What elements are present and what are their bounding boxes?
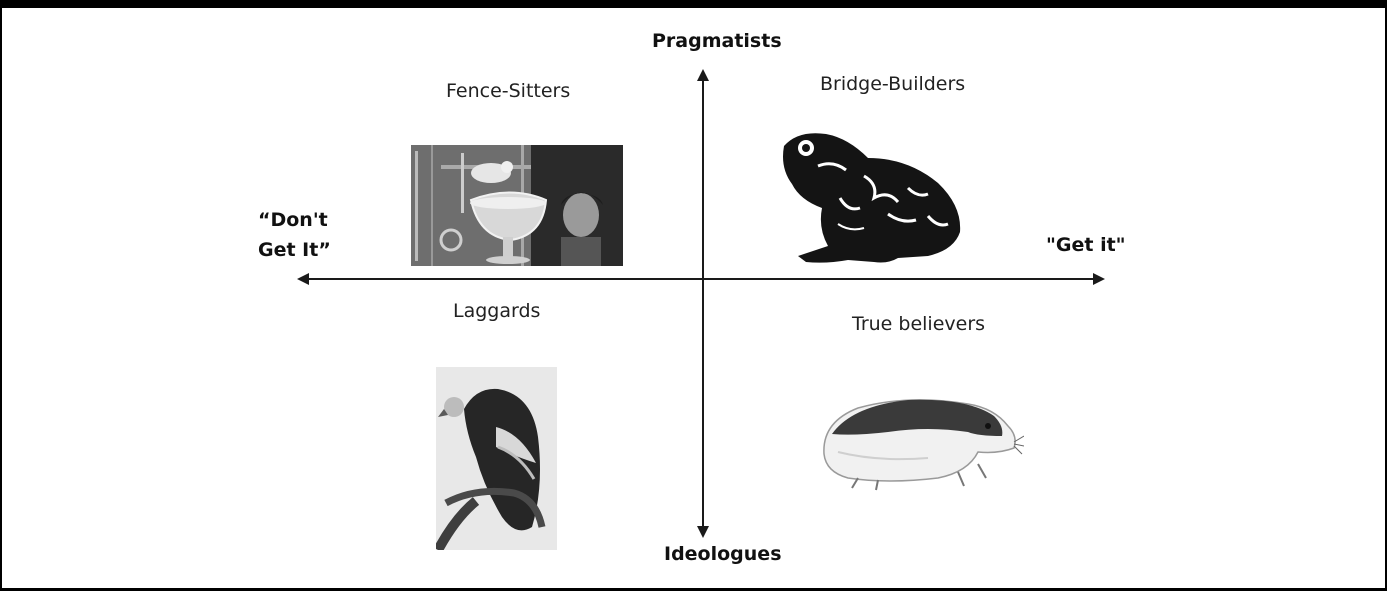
- quadrant-label-fence-sitters: Fence-Sitters: [446, 80, 570, 102]
- axis-label-get-it: "Get it": [1046, 234, 1126, 256]
- axis-label-ideologues: Ideologues: [664, 543, 782, 565]
- axis-label-dont-get-it-line1: “Don't: [258, 209, 328, 231]
- quadrant-label-true-believers: True believers: [852, 313, 985, 335]
- axis-label-dont-get-it-line2: Get It”: [258, 239, 331, 261]
- lab-mouse-photo: [411, 145, 623, 266]
- axis-label-pragmatists: Pragmatists: [652, 30, 782, 52]
- lemming-illustration: [818, 392, 1024, 492]
- vulture-illustration: [436, 367, 557, 550]
- quadrant-label-bridge-builders: Bridge-Builders: [820, 73, 965, 95]
- quadrant-label-laggards: Laggards: [453, 300, 540, 322]
- toad-silhouette: [778, 128, 966, 268]
